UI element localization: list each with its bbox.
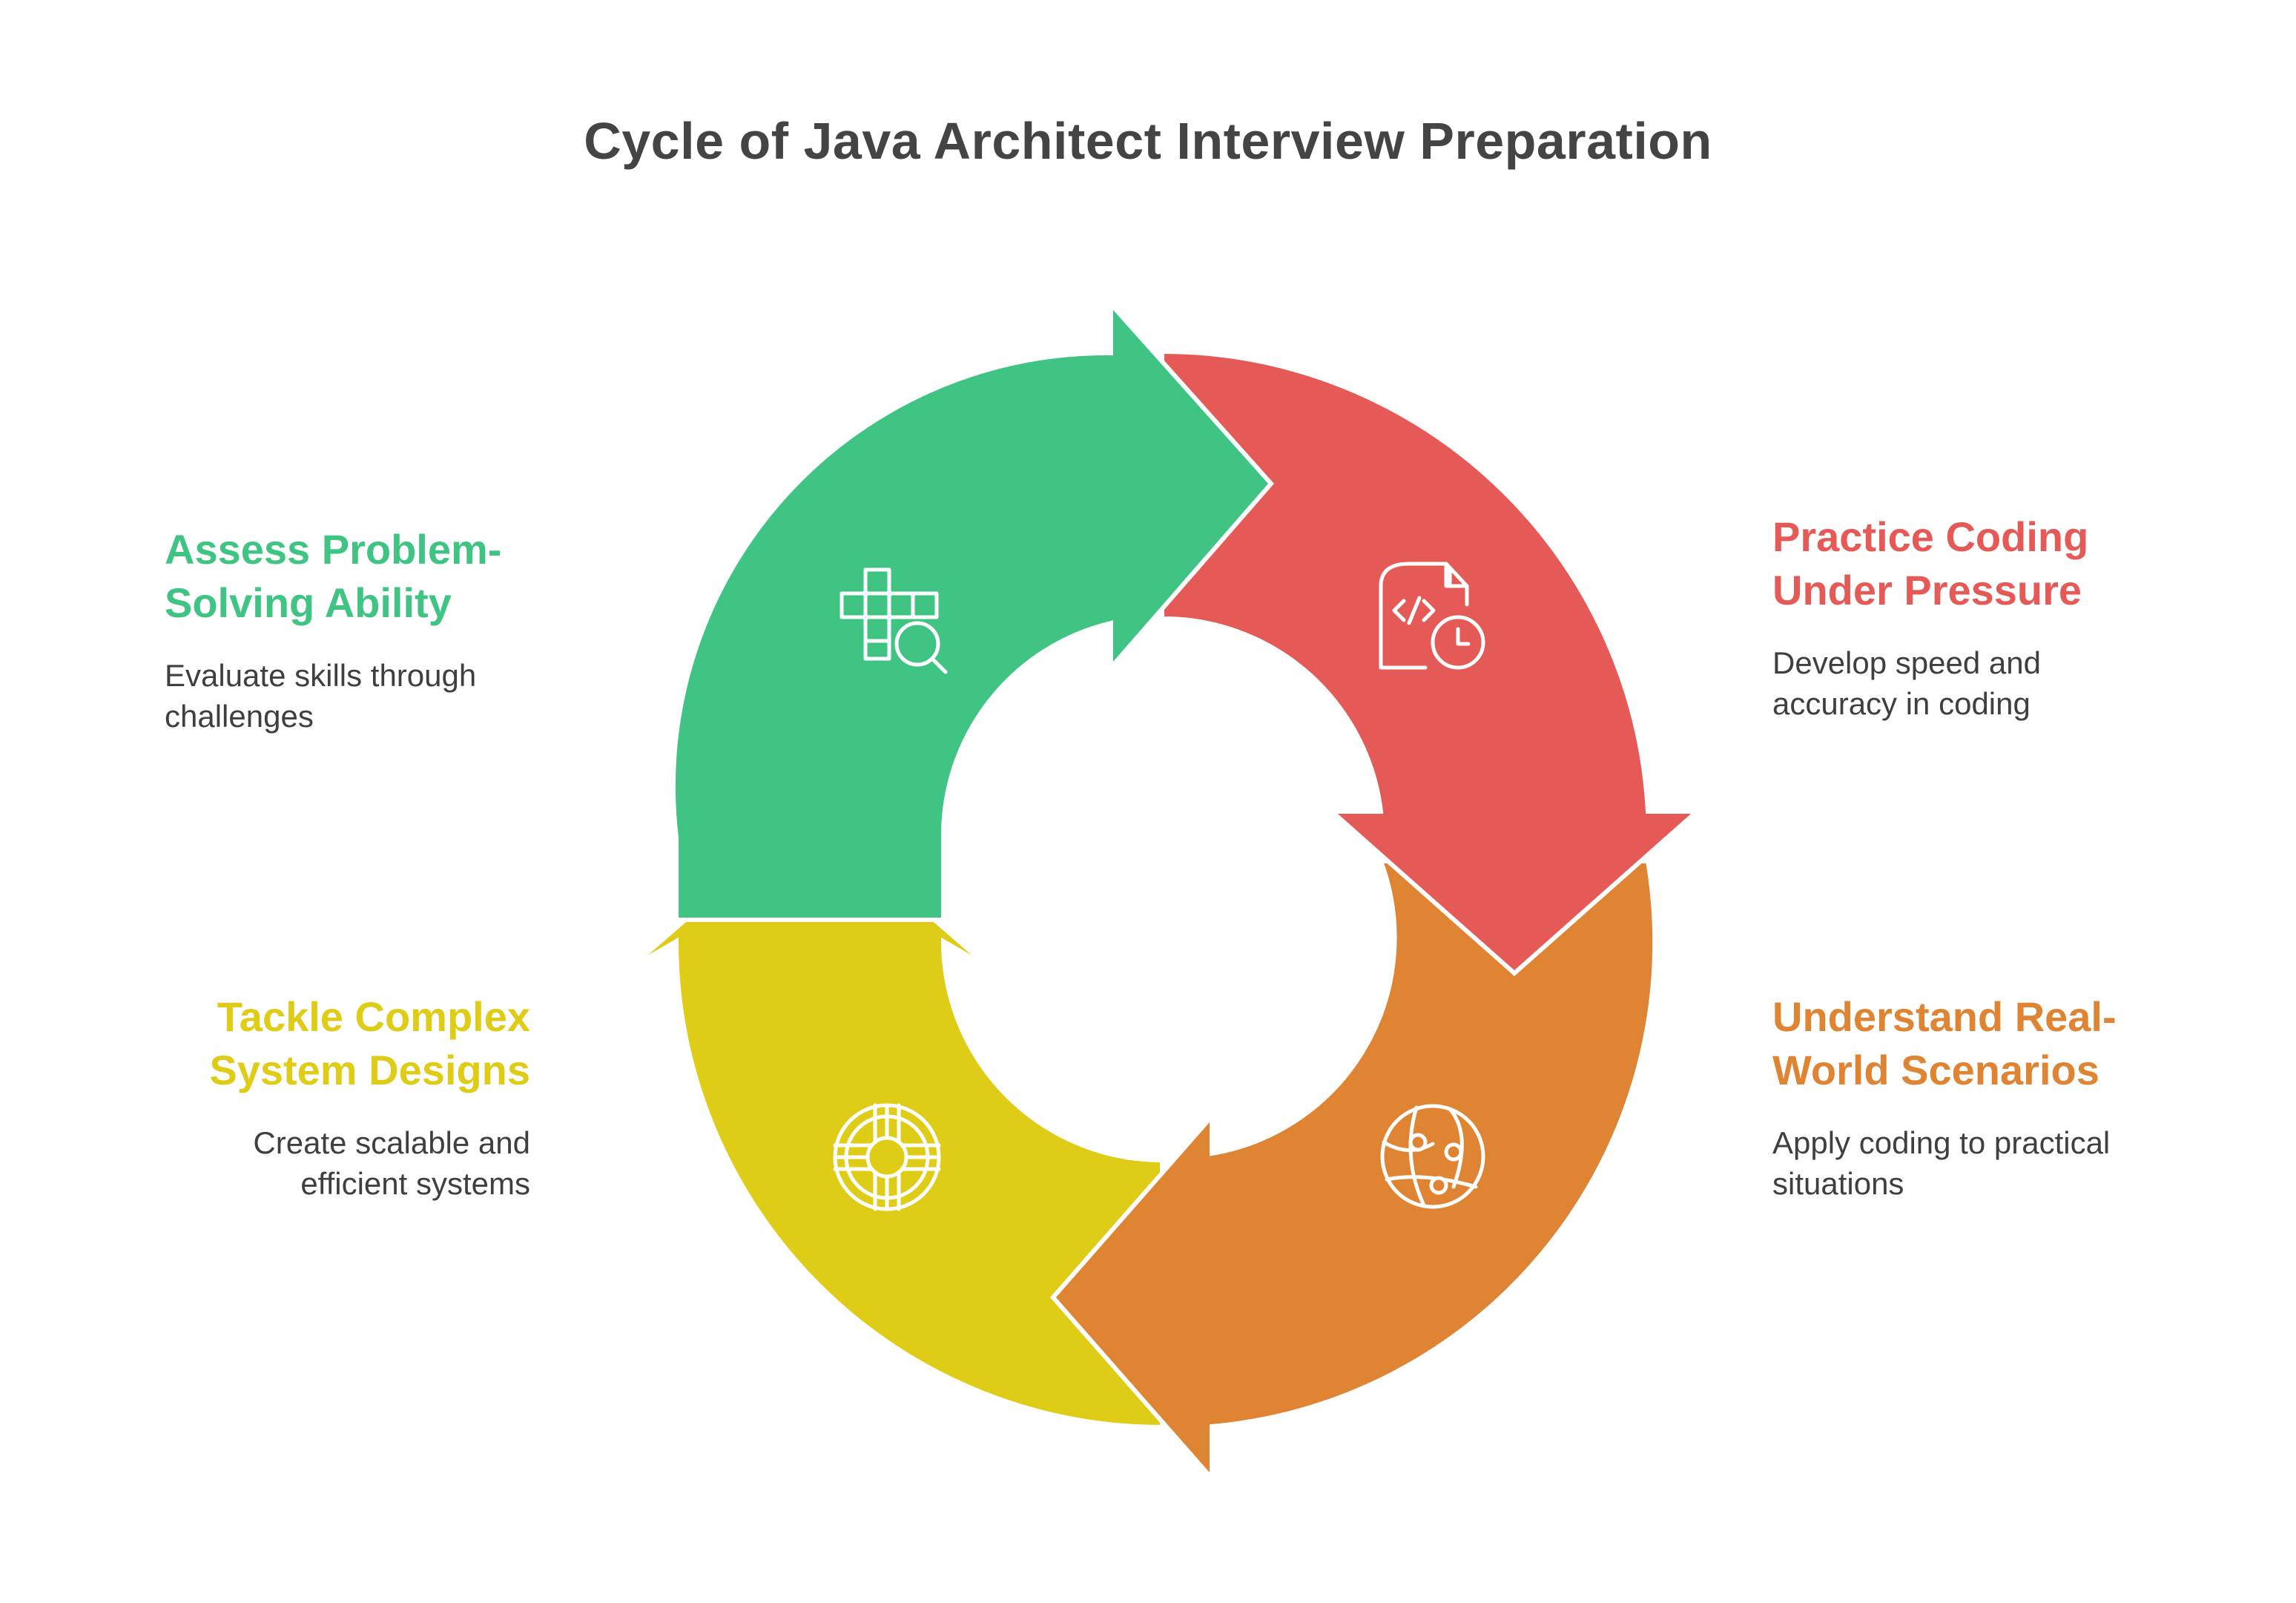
stage-understand: Understand Real- World Scenarios Apply c… — [1772, 990, 2188, 1204]
target-ring-icon — [833, 1103, 941, 1211]
stage-understand-title: Understand Real- World Scenarios — [1772, 993, 2117, 1093]
code-file-clock-icon — [1379, 562, 1485, 670]
stage-tackle-description: Create scalable and efficient systems — [253, 1125, 530, 1201]
segment-assess — [670, 298, 1274, 922]
stage-practice-description: Develop speed and accuracy in coding — [1772, 645, 2041, 721]
globe-network-icon — [1380, 1104, 1485, 1209]
stage-tackle: Tackle Complex System Designs Create sca… — [115, 990, 530, 1204]
diagram-title: Cycle of Java Architect Interview Prepar… — [584, 112, 1712, 170]
stage-practice-title: Practice Coding Under Pressure — [1772, 513, 2089, 613]
segment-practice — [1160, 349, 1703, 977]
crossword-search-icon — [839, 567, 948, 674]
stage-practice: Practice Coding Under Pressure Develop s… — [1772, 510, 2188, 724]
stage-assess-title: Assess Problem- Solving Ability — [165, 526, 502, 626]
segment-understand — [1050, 859, 1657, 1484]
segment-tackle — [627, 809, 1164, 1430]
stage-tackle-title: Tackle Complex System Designs — [209, 993, 530, 1093]
stage-assess-description: Evaluate skills through challenges — [165, 658, 477, 734]
stage-assess: Assess Problem- Solving Ability Evaluate… — [165, 523, 580, 737]
stage-understand-description: Apply coding to practical situations — [1772, 1125, 2111, 1201]
